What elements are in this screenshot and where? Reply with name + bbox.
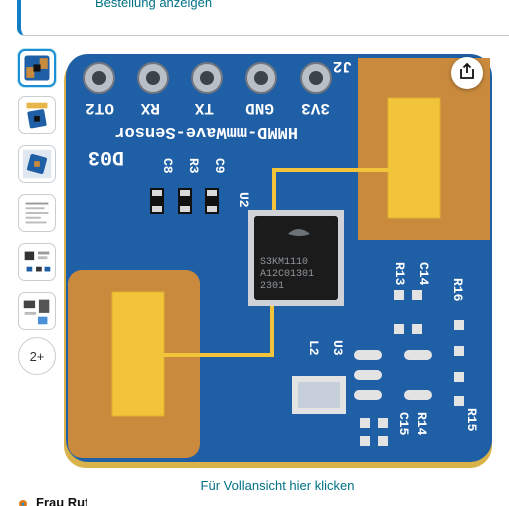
label-r16: R16 bbox=[450, 278, 465, 302]
label-c9: C9 bbox=[212, 158, 227, 174]
pin-label-ot2: OT2 bbox=[85, 99, 114, 117]
label-c14: C14 bbox=[416, 262, 431, 286]
label-c8: C8 bbox=[160, 158, 175, 174]
thumbnail-5[interactable] bbox=[18, 243, 56, 281]
header-label: J2 bbox=[333, 57, 352, 75]
chip-marking-2: A12C01301 bbox=[260, 269, 314, 280]
bottom-text: Frau Rufus bbox=[36, 496, 87, 506]
label-r13: R13 bbox=[392, 262, 407, 286]
thumbnail-1[interactable] bbox=[18, 49, 56, 87]
more-images-button[interactable]: 2+ bbox=[18, 337, 56, 375]
label-l2: L2 bbox=[306, 340, 321, 356]
bottom-row: Frau Rufus bbox=[18, 496, 87, 506]
chip-marking-3: 2301 bbox=[260, 281, 284, 292]
chip-marking-1: S3KM1110 bbox=[260, 257, 308, 268]
board-title: HMMD-mmWave-Sensor bbox=[114, 122, 298, 141]
pin-label-3v3: 3V3 bbox=[301, 99, 330, 117]
label-r14: R14 bbox=[414, 412, 429, 436]
label-r3: R3 bbox=[186, 158, 201, 174]
share-icon bbox=[458, 62, 476, 85]
board-code: D03 bbox=[88, 145, 124, 168]
thumbnail-6[interactable] bbox=[18, 292, 56, 330]
share-button[interactable] bbox=[451, 57, 483, 89]
label-c15: C15 bbox=[396, 412, 411, 436]
pin-label-rx: RX bbox=[140, 99, 160, 117]
thumbnail-3[interactable] bbox=[18, 145, 56, 183]
pin-label-gnd: GND bbox=[245, 99, 274, 117]
brand-icon bbox=[18, 496, 28, 506]
view-order-link[interactable]: Bestellung anzeigen bbox=[95, 0, 213, 10]
order-notice: Bestellung anzeigen bbox=[17, 0, 509, 36]
thumbnail-2[interactable] bbox=[18, 96, 56, 134]
full-view-link[interactable]: Für Vollansicht hier klicken bbox=[200, 478, 355, 493]
thumbnail-4[interactable] bbox=[18, 194, 56, 232]
pin-label-tx: TX bbox=[194, 99, 214, 117]
main-product-image[interactable]: OT2 RX TX GND 3V3 J2 HMMD-mmWave-Sensor … bbox=[62, 50, 494, 470]
label-u2: U2 bbox=[236, 192, 251, 208]
label-u3: U3 bbox=[330, 340, 345, 356]
label-r15: R15 bbox=[464, 408, 479, 432]
